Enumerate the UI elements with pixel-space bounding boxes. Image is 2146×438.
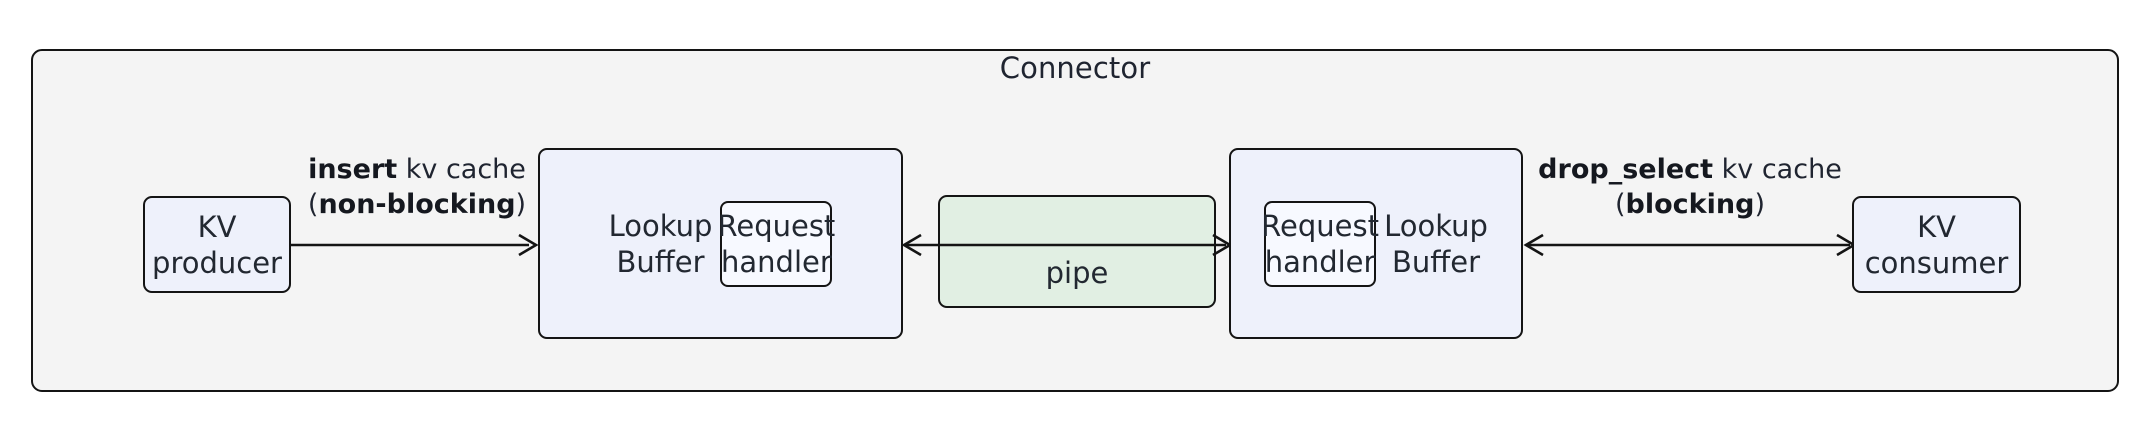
insert-arrow — [291, 233, 539, 257]
drop-select-arrow — [1523, 233, 1857, 257]
lookup-buffer-right-content: Request handler Lookup Buffer — [1231, 150, 1521, 337]
insert-line1-rest: kv cache — [397, 154, 526, 185]
drop-select-keyword: drop_select — [1538, 154, 1714, 185]
kv-producer-node: KV producer — [143, 196, 291, 293]
drop-select-edge-label: drop_select kv cache (blocking) — [1530, 152, 1850, 222]
insert-paren-close: ) — [515, 189, 527, 220]
lookup-buffer-right-node: Request handler Lookup Buffer — [1229, 148, 1523, 339]
insert-edge-line1: insert kv cache — [262, 152, 572, 187]
kv-producer-label: KV producer — [152, 209, 282, 280]
insert-edge-label: insert kv cache (non-blocking) — [262, 152, 572, 222]
request-handler-right-node: Request handler — [1261, 200, 1379, 287]
insert-mode: non-blocking — [318, 189, 516, 220]
kv-consumer-label: KV consumer — [1864, 209, 2009, 280]
lookup-buffer-left-node: Lookup Buffer Request handler — [538, 148, 903, 339]
drop-select-paren-close: ) — [1754, 189, 1765, 220]
lookup-buffer-left-content: Lookup Buffer Request handler — [540, 150, 901, 337]
drop-select-edge-line2: (blocking) — [1530, 187, 1850, 222]
insert-keyword: insert — [308, 154, 398, 185]
drop-select-paren-open: ( — [1615, 189, 1626, 220]
request-handler-right-label: Request handler — [1261, 208, 1379, 279]
request-handler-left-label: Request handler — [717, 208, 836, 279]
drop-select-edge-line1: drop_select kv cache — [1530, 152, 1850, 187]
pipe-bidirectional-arrow — [901, 233, 1233, 257]
pipe-node: pipe — [938, 195, 1216, 308]
drop-select-line1-rest: kv cache — [1713, 154, 1842, 185]
lookup-buffer-left-label: Lookup Buffer — [608, 208, 713, 279]
drop-select-mode: blocking — [1625, 189, 1755, 220]
connector-title: Connector — [999, 51, 1151, 85]
kv-consumer-node: KV consumer — [1852, 196, 2021, 293]
request-handler-left-node: Request handler — [718, 200, 835, 287]
insert-edge-line2: (non-blocking) — [262, 187, 572, 222]
lookup-buffer-right-label: Lookup Buffer — [1384, 208, 1488, 279]
insert-paren-open: ( — [307, 189, 319, 220]
pipe-label: pipe — [1045, 256, 1109, 290]
